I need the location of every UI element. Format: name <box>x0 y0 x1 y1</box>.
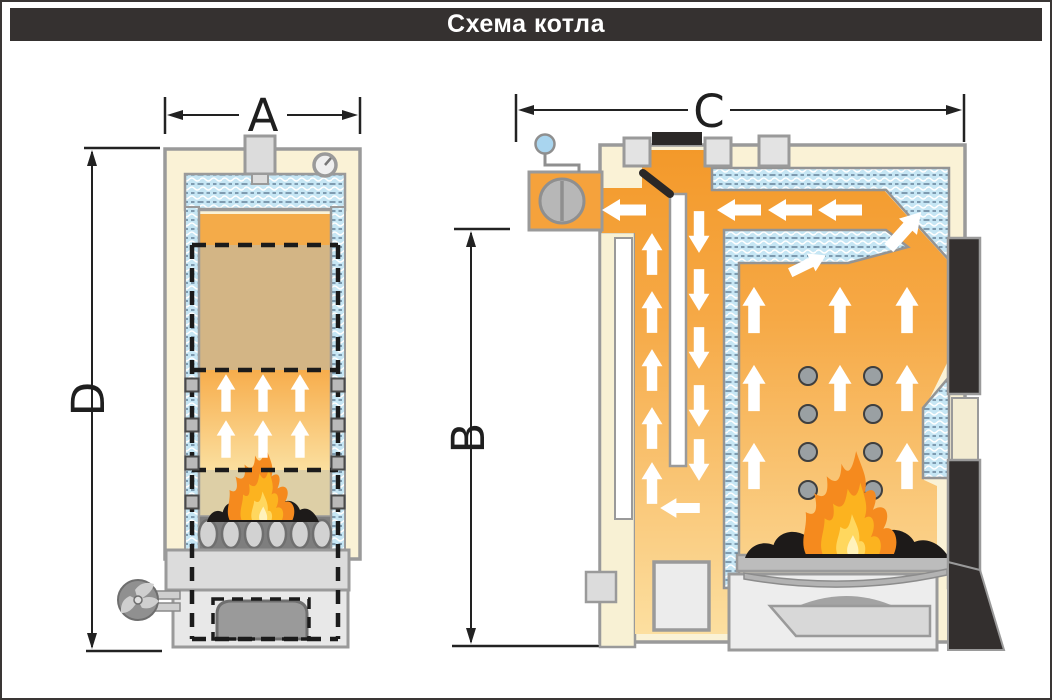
right-ash-pan <box>767 604 932 638</box>
right-top-stubs <box>622 134 791 168</box>
dimension-height-left: D <box>62 146 162 653</box>
dimension-b-label: B <box>442 423 495 454</box>
safety-valve-icon <box>534 133 581 172</box>
door-frame-tab <box>951 397 979 461</box>
left-boiler <box>117 134 362 649</box>
dimension-c-label: C <box>693 85 724 138</box>
right-air-duct <box>668 192 688 468</box>
dimension-a-label: A <box>248 89 279 142</box>
left-chimney-neck <box>251 173 269 185</box>
left-dashed-outline <box>189 242 341 642</box>
thermometer-icon <box>312 152 338 178</box>
right-boiler <box>527 132 1006 652</box>
left-chimney-stub <box>243 134 277 176</box>
secondary-air-holes <box>798 366 883 500</box>
left-collar <box>164 548 351 592</box>
dimension-height-right: B <box>442 227 615 648</box>
right-pipe-connector <box>584 570 618 604</box>
right-leg-air-channel <box>614 237 633 520</box>
right-base <box>727 572 939 652</box>
dimension-d-label: D <box>62 382 115 417</box>
door-foot <box>947 560 1006 651</box>
page-title-text: Схема котла <box>447 10 605 38</box>
damper-flap-icon <box>639 169 674 198</box>
right-doors <box>946 236 1006 651</box>
dimension-width-right: C <box>514 85 966 142</box>
page-title: Схема котла <box>10 8 1042 41</box>
upper-door <box>946 236 982 396</box>
exhaust-fan-icon <box>527 170 604 232</box>
dimension-width-left: A <box>163 89 362 142</box>
left-jacket-bolts <box>184 377 346 510</box>
chimney-damper-cap <box>652 132 702 145</box>
right-cleanout-door <box>652 560 711 632</box>
fan-icon <box>117 579 181 621</box>
left-ash-door <box>215 599 309 641</box>
